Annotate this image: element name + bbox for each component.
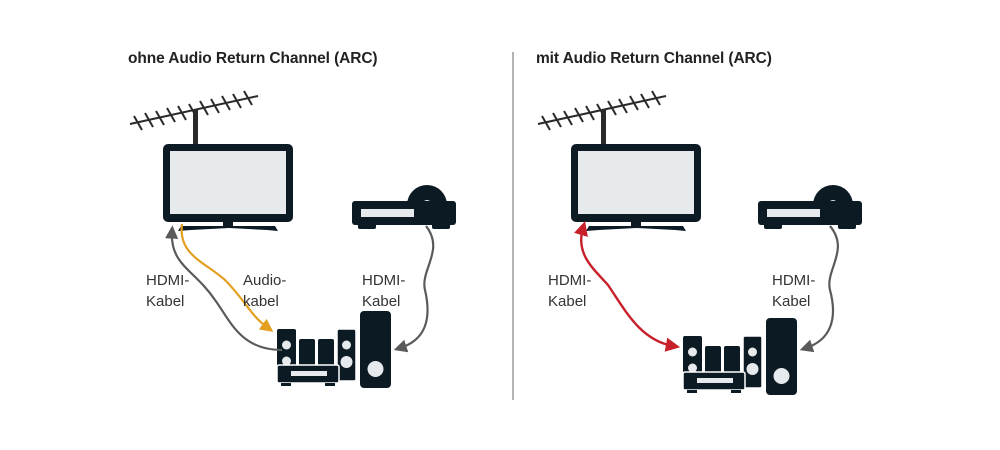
left-hdmi-player-label: HDMI- Kabel bbox=[362, 270, 405, 312]
home-theater-icon bbox=[682, 317, 798, 396]
right-diagram bbox=[537, 90, 862, 396]
panel-divider bbox=[512, 52, 514, 400]
label-line: Kabel bbox=[146, 293, 185, 310]
label-line: HDMI- bbox=[362, 272, 406, 289]
left-diagram bbox=[129, 90, 456, 389]
label-line: Kabel bbox=[548, 293, 587, 310]
tv-icon bbox=[571, 144, 701, 231]
disc-player-icon bbox=[352, 185, 456, 229]
hdmi-cable-player-left bbox=[393, 225, 435, 353]
home-theater-icon bbox=[276, 310, 392, 389]
arc-hdmi-cable-right bbox=[574, 221, 681, 352]
left-audio-cable-label: Audio- kabel bbox=[243, 270, 286, 312]
hdmi-cable-tv-left bbox=[165, 225, 283, 352]
right-hdmi-player-label: HDMI- Kabel bbox=[772, 270, 815, 312]
disc-player-icon bbox=[758, 185, 862, 229]
label-line: HDMI- bbox=[772, 272, 816, 289]
right-panel-title: mit Audio Return Channel (ARC) bbox=[536, 50, 772, 67]
tv-icon bbox=[163, 144, 293, 231]
left-panel-title: ohne Audio Return Channel (ARC) bbox=[128, 50, 378, 67]
left-hdmi-tv-label: HDMI- Kabel bbox=[146, 270, 189, 312]
label-line: HDMI- bbox=[548, 272, 592, 289]
hdmi-cable-player-right bbox=[799, 225, 839, 353]
right-hdmi-tv-label: HDMI- Kabel bbox=[548, 270, 591, 312]
label-line: kabel bbox=[243, 293, 279, 310]
label-line: HDMI- bbox=[146, 272, 190, 289]
audio-cable-left bbox=[180, 223, 274, 332]
label-line: Kabel bbox=[772, 293, 811, 310]
label-line: Kabel bbox=[362, 293, 401, 310]
label-line: Audio- bbox=[243, 272, 287, 289]
